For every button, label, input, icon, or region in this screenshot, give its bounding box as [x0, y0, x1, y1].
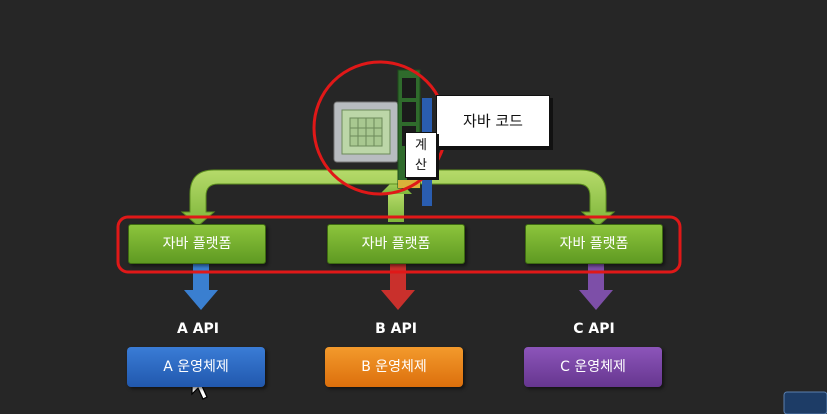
api-label-c: C API: [573, 321, 615, 337]
platform-label: 자바 플랫폼: [361, 236, 431, 252]
platform-label: 자바 플랫폼: [162, 236, 232, 252]
os-label: B 운영체제: [361, 359, 427, 375]
branch-arrow: [180, 169, 616, 227]
platform-label: 자바 플랫폼: [559, 236, 629, 252]
api-label-a: A API: [176, 321, 219, 337]
java-platform-a: 자바 플랫폼: [128, 224, 266, 264]
corner-device-icon: [783, 391, 827, 414]
java-platform-b: 자바 플랫폼: [327, 224, 465, 264]
cpu-chip-icon: [333, 101, 399, 163]
calc-callout: 계산: [405, 132, 437, 178]
os-b-box: B 운영체제: [325, 347, 463, 387]
upward-arrow-shaft: [388, 192, 404, 222]
platform-highlight: [116, 215, 682, 274]
os-c-box: C 운영체제: [524, 347, 662, 387]
calc-label: 계산: [415, 138, 427, 173]
os-a-box: A 운영체제: [127, 347, 265, 387]
java-platform-c: 자바 플랫폼: [525, 224, 663, 264]
os-label: C 운영체제: [560, 359, 626, 375]
os-label: A 운영체제: [163, 359, 229, 375]
api-label-b: B API: [375, 321, 417, 337]
java-code-callout: 자바 코드: [436, 95, 550, 147]
java-code-label: 자바 코드: [463, 112, 523, 130]
